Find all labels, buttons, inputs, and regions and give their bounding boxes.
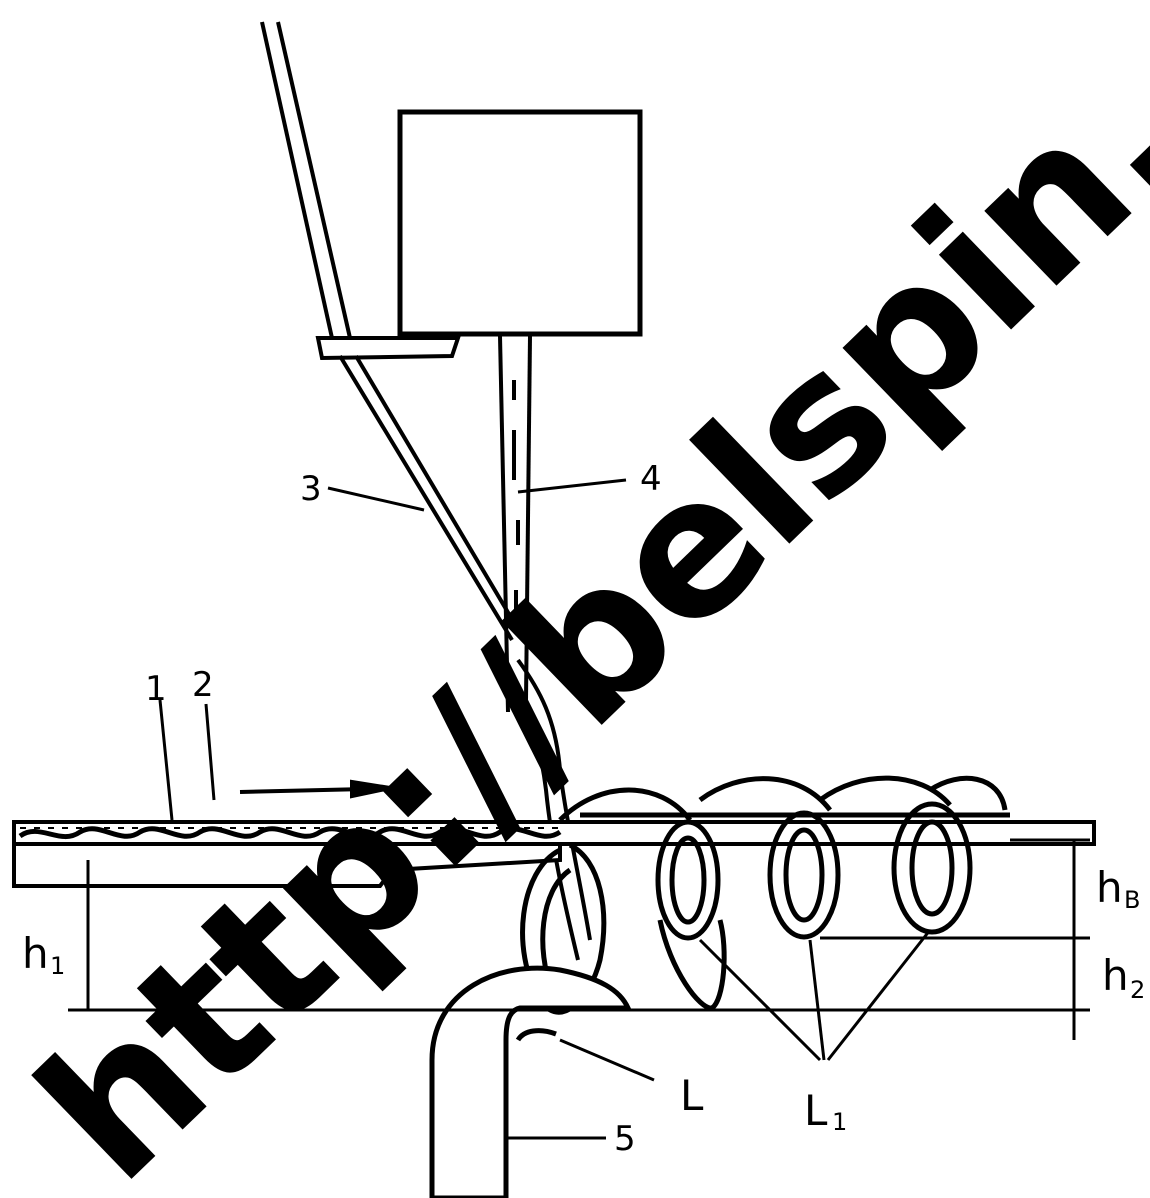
needle-3 xyxy=(338,354,524,642)
label-L1: L xyxy=(804,1086,828,1135)
needle-holder-bar xyxy=(315,336,461,361)
label-h1: h xyxy=(22,929,49,978)
looper-5 xyxy=(429,965,632,1198)
label-2: 2 xyxy=(192,665,214,705)
leader-lines xyxy=(158,478,932,1140)
loops xyxy=(558,775,1010,1011)
label-3: 3 xyxy=(300,469,322,509)
feed-arrow xyxy=(239,779,409,799)
label-5: 5 xyxy=(614,1119,636,1159)
label-h2: h xyxy=(1102,951,1129,1000)
needle-4 xyxy=(498,335,532,713)
label-h2-sub: 2 xyxy=(1130,976,1145,1004)
label-h1-sub: 1 xyxy=(50,952,65,980)
label-L1-sub: 1 xyxy=(832,1108,847,1136)
label-hB: h xyxy=(1096,863,1123,912)
yarn xyxy=(504,658,592,961)
needle-holder-block xyxy=(397,109,643,337)
label-hB-sub: B xyxy=(1124,886,1140,914)
label-4: 4 xyxy=(640,459,662,499)
needle-bar xyxy=(260,21,352,339)
dimension-lines xyxy=(68,838,1090,1040)
label-L: L xyxy=(680,1071,704,1120)
label-1: 1 xyxy=(145,669,167,709)
